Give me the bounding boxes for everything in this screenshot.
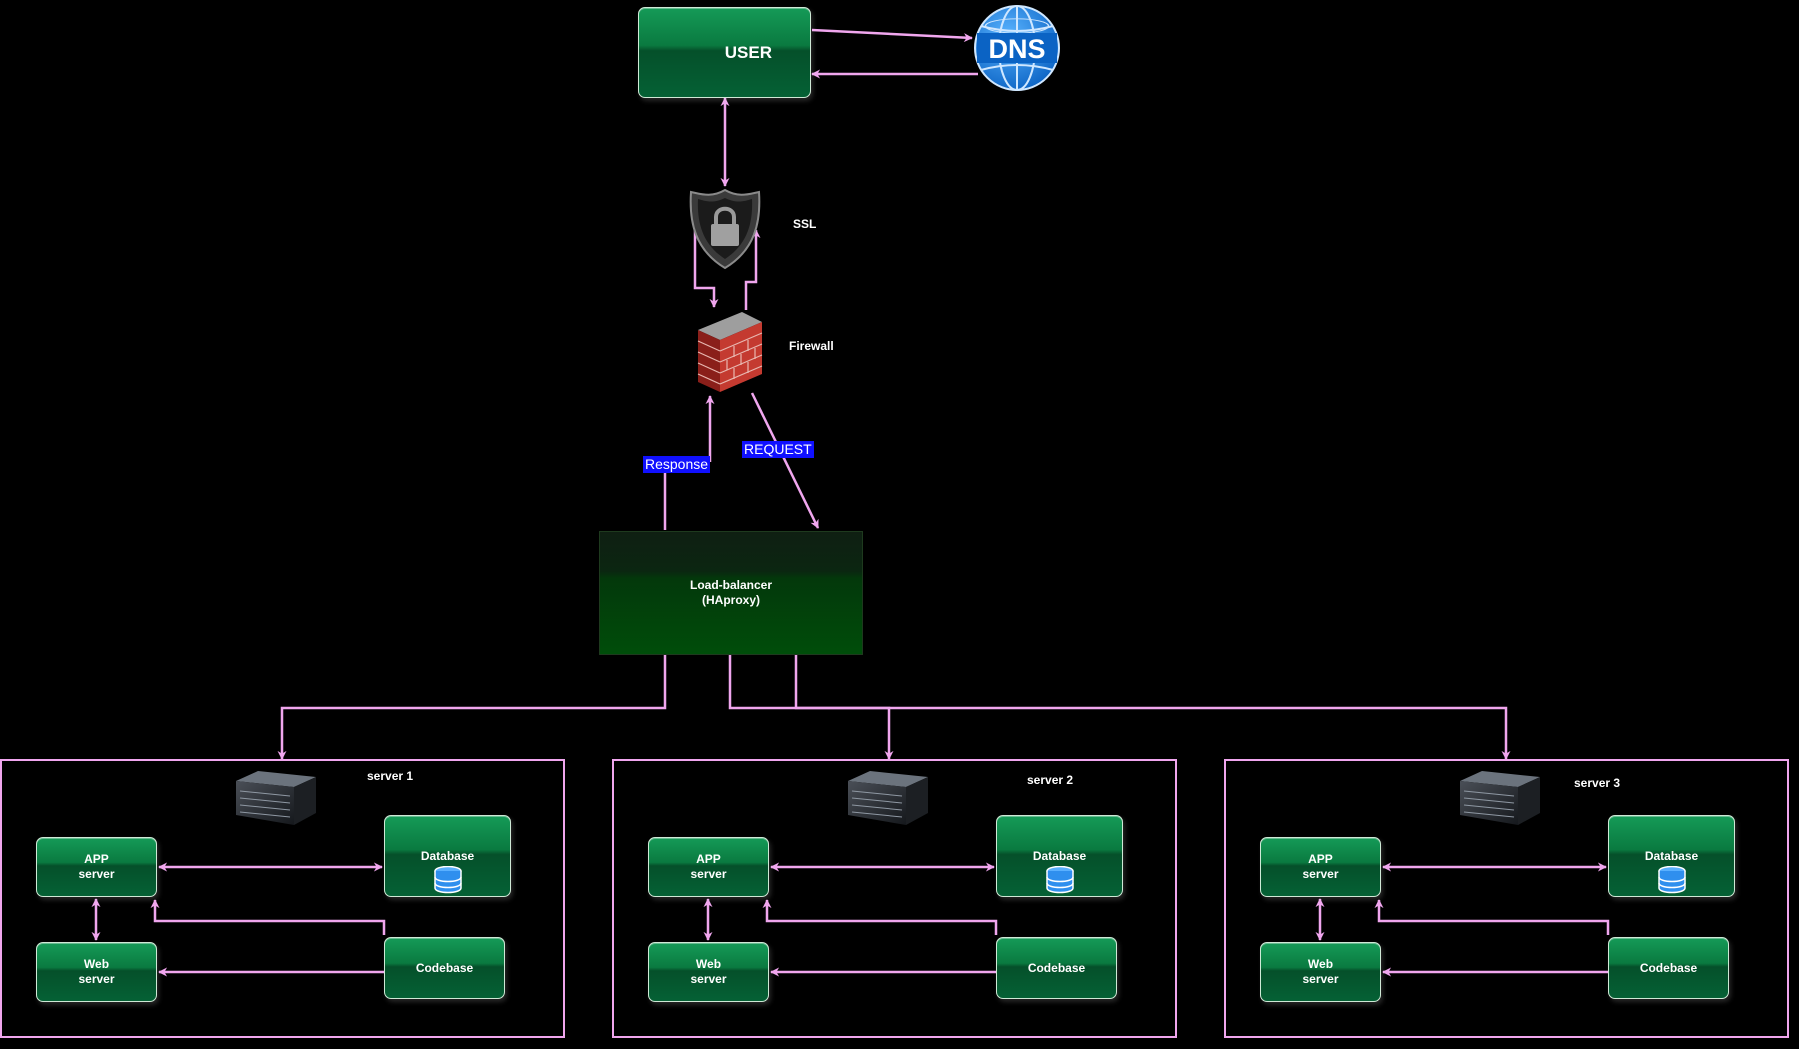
- shield-lock-icon: [689, 188, 761, 270]
- response-tag: Response: [643, 456, 711, 473]
- server-1-title: server 1: [367, 769, 414, 783]
- server-3-title: server 3: [1574, 776, 1621, 790]
- server-rack-icon: [236, 771, 316, 825]
- server-3-web-server[interactable]: Web server: [1260, 942, 1381, 1002]
- codebase-label: Codebase: [415, 960, 474, 975]
- server-1-connectors: [91, 862, 386, 977]
- user-label: USER: [724, 43, 772, 62]
- request-arrow: [750, 392, 820, 529]
- server-2-database[interactable]: Database: [996, 815, 1123, 897]
- server-1-frame: [0, 759, 565, 1038]
- load-balancer-node[interactable]: Load-balancer (HAproxy): [599, 531, 863, 655]
- server-1-codebase[interactable]: Codebase: [384, 937, 505, 999]
- firewall-to-ssl-arrow: [744, 229, 761, 310]
- request-tag: REQUEST: [742, 441, 814, 458]
- server-1-database[interactable]: Database: [384, 815, 511, 897]
- app-server-label: APP server: [1302, 852, 1339, 881]
- user-to-dns-arrow: [811, 28, 973, 43]
- ssl-to-firewall-arrow: [693, 228, 719, 308]
- server-2-codebase[interactable]: Codebase: [996, 937, 1117, 999]
- database-icon: [433, 865, 463, 898]
- server-3-database[interactable]: Database: [1608, 815, 1735, 897]
- server-2-frame: [612, 759, 1177, 1038]
- web-server-label: Web server: [78, 957, 115, 986]
- database-icon: [1657, 865, 1687, 898]
- server-rack-icon: [1460, 771, 1540, 825]
- globe-icon: [974, 5, 1060, 91]
- dns-label: DNS: [988, 34, 1045, 64]
- lb-to-server3-arrow: [794, 655, 1511, 760]
- database-label: Database: [1644, 849, 1699, 863]
- database-label: Database: [1032, 849, 1087, 863]
- connectors: [277, 28, 1511, 760]
- server-1-web-server[interactable]: Web server: [36, 942, 157, 1002]
- server-3-connectors: [1315, 862, 1610, 977]
- server-rack-icon: [848, 771, 928, 825]
- firewall-label: Firewall: [789, 339, 834, 353]
- server-3-frame: [1224, 759, 1789, 1038]
- codebase-label: Codebase: [1027, 960, 1086, 975]
- server-2-title: server 2: [1027, 773, 1074, 787]
- server-3-app-server[interactable]: APP server: [1260, 837, 1381, 897]
- server-2-connectors: [703, 862, 998, 977]
- brick-wall-icon: [697, 312, 763, 392]
- database-label: Database: [420, 849, 475, 863]
- web-server-label: Web server: [1302, 957, 1339, 986]
- server-2-app-server[interactable]: APP server: [648, 837, 769, 897]
- web-server-label: Web server: [690, 957, 727, 986]
- database-icon: [1045, 865, 1075, 898]
- server-3-codebase[interactable]: Codebase: [1608, 937, 1729, 999]
- lb-to-server1-arrow: [277, 655, 667, 760]
- server-1-app-server[interactable]: APP server: [36, 837, 157, 897]
- user-node[interactable]: USER: [638, 7, 811, 98]
- app-server-label: APP server: [78, 852, 115, 881]
- codebase-label: Codebase: [1639, 960, 1698, 975]
- ssl-label: SSL: [793, 217, 817, 231]
- app-server-label: APP server: [690, 852, 727, 881]
- server-2-web-server[interactable]: Web server: [648, 942, 769, 1002]
- load-balancer-label: Load-balancer (HAproxy): [689, 578, 773, 607]
